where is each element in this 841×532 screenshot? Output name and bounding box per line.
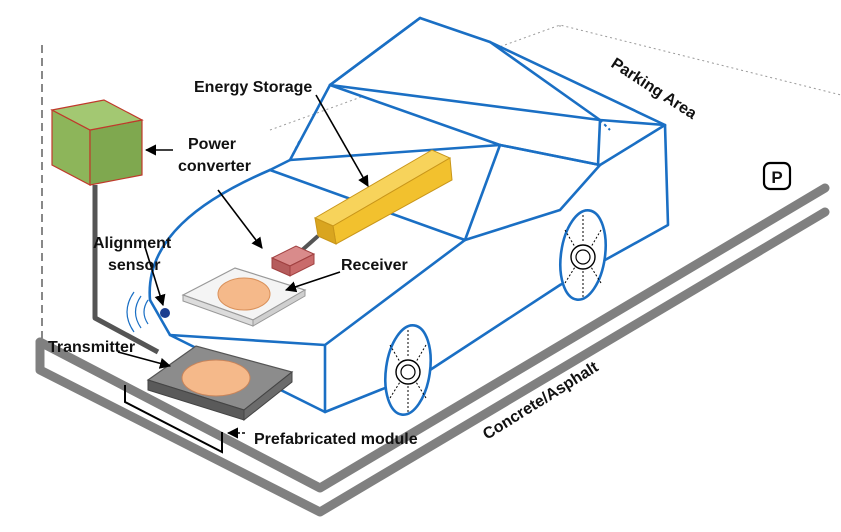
parking-sign: P (762, 161, 792, 191)
car-body (148, 16, 670, 414)
energy-storage-label: Energy Storage (194, 79, 312, 96)
front-wheel (384, 324, 432, 416)
power-converter-label-line2: converter (178, 158, 251, 175)
road-outline (35, 183, 830, 517)
transmitter-pad (146, 345, 294, 422)
onboard-converter-box (270, 245, 316, 277)
power-converter-label-line1: Power (188, 136, 236, 153)
parking-area-boundary (269, 24, 841, 131)
alignment-sensor-label-line2: sensor (108, 257, 160, 274)
energy-storage-battery (313, 149, 453, 245)
alignment-sensor-dot (160, 308, 170, 318)
signal-waves (126, 291, 149, 333)
receiver-coil (217, 277, 271, 311)
parking-sign-letter: P (771, 168, 782, 187)
callout-arrows (117, 94, 369, 439)
prefabricated-module-label: Prefabricated module (254, 431, 418, 448)
rear-wheel (559, 209, 607, 301)
prefabricated-module-outline (124, 385, 223, 454)
receiver-label: Receiver (341, 257, 408, 274)
transmitter-label: Transmitter (48, 339, 135, 356)
alignment-sensor-label-line1: Alignment (93, 235, 172, 252)
power-cable (92, 185, 160, 355)
receiver-pad (181, 267, 307, 327)
power-converter-box (50, 99, 144, 186)
transmitter-coil (181, 359, 251, 397)
